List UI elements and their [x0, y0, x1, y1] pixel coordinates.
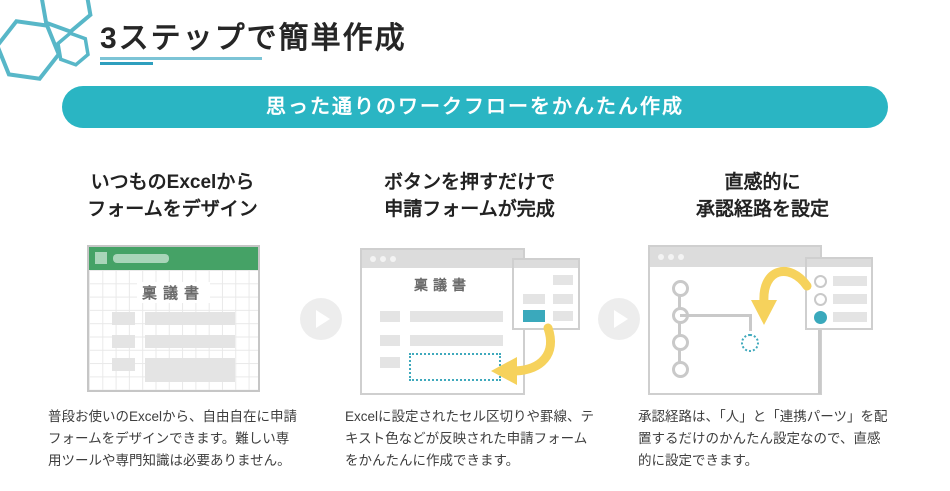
excel-illustration: 稟議書 [40, 240, 305, 405]
hexagon-cluster-icon [0, 0, 93, 81]
approver-radio-icon [814, 292, 827, 306]
step-column-form: ボタンを押すだけで 申請フォームが完成 稟議書 [337, 0, 602, 491]
route-branch-line [749, 313, 752, 331]
document-title-row: 稟議書 [89, 282, 258, 303]
excel-window: 稟議書 [87, 245, 260, 392]
browser-window [648, 245, 822, 395]
step2-description: Excelに設定されたセル区切りや罫線、テキスト色などが反映された申請フォームを… [345, 409, 595, 468]
form-field-block [410, 335, 503, 346]
window-dot-icon [658, 254, 664, 260]
play-triangle-icon [614, 310, 628, 328]
form-label-block [380, 335, 400, 346]
excel-title-bar [89, 247, 258, 270]
approver-radio-icon [814, 274, 827, 288]
form-label-block [112, 335, 135, 348]
browser-title-bar [362, 250, 523, 268]
document-title: 稟議書 [136, 282, 210, 303]
palette-item-block [553, 311, 573, 321]
step1-heading: いつものExcelから フォームをデザイン [40, 170, 305, 224]
step2-heading-line2: 申請フォームが完成 [384, 198, 555, 220]
panel-header-strip [514, 260, 578, 268]
step1-description: 普段お使いのExcelから、自由自在に申請フォームをデザインできます。難しい専用… [48, 409, 298, 468]
drop-target-dashed-rect [409, 353, 501, 381]
step-column-route: 直感的に 承認経路を設定 [630, 0, 895, 491]
web-form-illustration: 稟議書 [337, 240, 602, 405]
panel-connector-line [818, 328, 821, 394]
window-dot-icon [390, 256, 396, 262]
browser-content: 稟議書 [362, 268, 523, 393]
document-title: 稟議書 [414, 277, 471, 293]
section-banner: 思った通りのワークフローをかんたん作成 [62, 86, 888, 128]
step2-heading: ボタンを押すだけで 申請フォームが完成 [337, 170, 602, 224]
next-step-arrow-icon [598, 298, 640, 340]
window-dot-icon [668, 254, 674, 260]
form-field-block [145, 335, 235, 348]
window-dot-icon [380, 256, 386, 262]
parts-palette-panel [512, 258, 580, 330]
route-node [671, 279, 689, 297]
route-connector-line [678, 285, 681, 371]
step-column-excel: いつものExcelから フォームをデザイン 稟議書 [40, 0, 305, 491]
form-label-block [112, 312, 135, 325]
step1-heading-line2: フォームをデザイン [87, 198, 258, 220]
palette-item-block [553, 275, 573, 285]
palette-item-selected-block [523, 310, 545, 322]
panel-header-strip [807, 259, 871, 267]
approver-palette-panel [805, 257, 873, 330]
approver-name-block [833, 276, 867, 286]
page-title: 3ステップで簡単作成 [100, 22, 407, 55]
approval-route-illustration [630, 240, 895, 405]
title-underline-long [100, 57, 262, 60]
route-node [671, 360, 689, 378]
drop-target-dashed-circle [741, 334, 759, 352]
approver-name-block [833, 312, 867, 322]
form-field-block [410, 311, 503, 322]
step3-description: 承認経路は、「人」と「連携パーツ」を配置するだけのかんたん設定なので、直感的に設… [638, 409, 888, 468]
window-dot-icon [678, 254, 684, 260]
browser-title-bar [650, 247, 820, 267]
play-triangle-icon [316, 310, 330, 328]
route-branch-line [680, 313, 752, 317]
title-underline-short [100, 62, 153, 65]
approver-radio-selected-icon [814, 310, 827, 324]
document-title-row: 稟議書 [362, 275, 523, 295]
form-field-block [145, 312, 235, 325]
approver-name-block [833, 294, 867, 304]
excel-cell-badge [95, 252, 107, 264]
step3-heading-line1: 直感的に [724, 172, 801, 193]
step3-heading: 直感的に 承認経路を設定 [630, 170, 895, 224]
step3-heading-line2: 承認経路を設定 [695, 198, 829, 220]
window-dot-icon [370, 256, 376, 262]
excel-grid: 稟議書 [89, 270, 258, 390]
next-step-arrow-icon [300, 298, 342, 340]
browser-content [650, 267, 820, 393]
browser-window: 稟議書 [360, 248, 525, 395]
step2-heading-line1: ボタンを押すだけで [383, 172, 555, 193]
route-node [671, 333, 689, 351]
excel-toolbar-bar [113, 254, 169, 263]
palette-item-block [553, 294, 573, 304]
form-label-block [112, 358, 135, 371]
step1-heading-line1: いつものExcelから [90, 172, 255, 193]
form-label-block [380, 311, 400, 322]
form-label-block [380, 357, 400, 368]
form-field-block-large [145, 358, 235, 382]
palette-item-block [523, 294, 545, 304]
